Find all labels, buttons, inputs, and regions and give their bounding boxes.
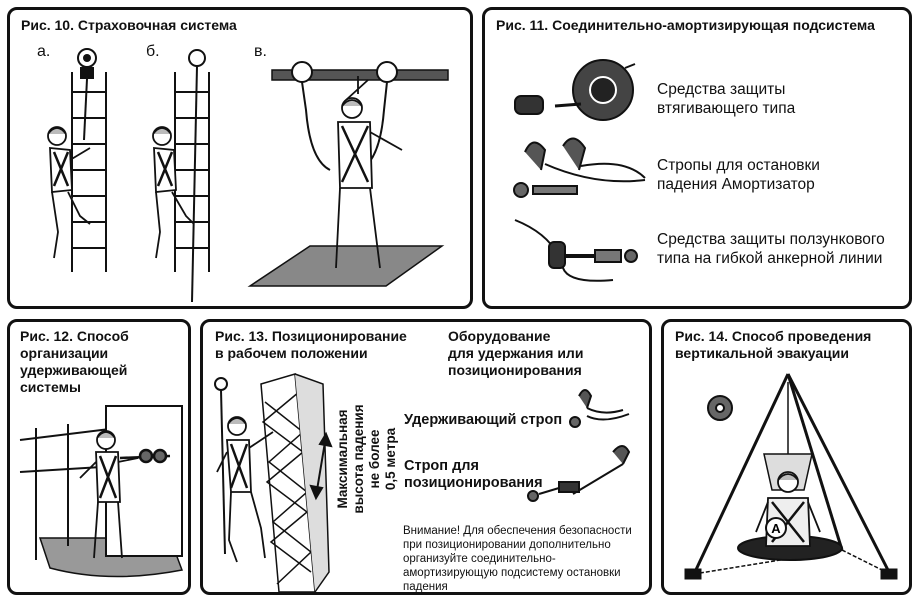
fig14-illustration: A: [684, 373, 898, 580]
overhead-rail-icon: [271, 69, 449, 81]
double-arrow-icon: [309, 431, 333, 501]
worker-positioning-icon: [216, 416, 274, 563]
fig10-label-a: а.: [37, 43, 51, 60]
fig14-badge-letter: A: [771, 521, 781, 536]
fig11-item-1-line-1: Средства защиты: [657, 81, 786, 98]
fig13-illustration: [214, 373, 631, 593]
fig13-panel: Рис. 13. Позиционирование в рабочем поло…: [200, 319, 652, 595]
fig14-panel: Рис. 14. Способ проведения вертикальной …: [661, 319, 912, 595]
double-lanyard-icon: [513, 137, 646, 198]
anchor-line-icon: [188, 49, 206, 303]
fig11-title: Рис. 11. Соединительно-амортизирующая по…: [496, 17, 875, 33]
fig12-title-line-2: организации: [20, 345, 109, 361]
fig14-title-line-1: Рис. 14. Способ проведения: [675, 328, 872, 344]
fig13-equipment-line-2: для удержания или: [448, 345, 584, 361]
fig11-item-2-line-1: Стропы для остановки: [657, 157, 820, 174]
fig10-label-b: б.: [146, 43, 160, 60]
fig13-equipment-line-1: Оборудование: [448, 328, 551, 344]
fig12-panel: Рис. 12. Способ организации удерживающей…: [7, 319, 191, 595]
fig11-item-3-line-2: типа на гибкой анкерной линии: [657, 250, 883, 267]
ladder-a-icon: [71, 72, 107, 272]
fig11-item-2-line-2: падения Амортизатор: [657, 176, 815, 193]
fig10-title: Рис. 10. Страховочная система: [21, 17, 237, 33]
lattice-tower-icon: [260, 373, 330, 593]
fig11-item-3-line-1: Средства защиты ползункового: [657, 231, 885, 248]
fig13-note-line-3: организуйте соединительно-: [403, 553, 556, 565]
restraint-lanyard-icon: [569, 389, 630, 428]
fig11-panel: Рис. 11. Соединительно-амортизирующая по…: [482, 7, 912, 309]
fig13-note-line-1: Внимание! Для обеспечения безопасности: [403, 525, 632, 537]
fig11-illustration: [513, 59, 646, 282]
fig10-panel: Рис. 10. Страховочная система а. б. в.: [7, 7, 473, 309]
anchor-strap-icon: [119, 448, 171, 464]
tripod-icon: [684, 373, 898, 580]
fig13-positioning-lanyard-line-1: Строп для: [404, 458, 479, 474]
worker-rail-icon: [335, 76, 403, 269]
ladder-b-icon: [174, 72, 210, 272]
fig10-illustration: [47, 48, 449, 303]
fig13-positioning-lanyard-line-2: позиционирования: [404, 475, 543, 491]
badge-a-icon: A: [765, 517, 787, 539]
fig13-title-line-1: Рис. 13. Позиционирование: [215, 328, 407, 344]
fig13-title-line-2: в рабочем положении: [215, 345, 368, 361]
worker-restraint-icon: [79, 430, 139, 559]
winch-icon: [707, 395, 733, 421]
fig13-note-line-5: падения: [403, 581, 448, 593]
fig14-title-line-2: вертикальной эвакуации: [675, 345, 849, 361]
fig12-title-line-3: удерживающей: [20, 362, 128, 378]
fig13-equipment-line-3: позиционирования: [448, 362, 582, 378]
fig12-illustration: [19, 405, 184, 578]
positioning-lanyard-icon: [527, 445, 631, 502]
fig12-title-line-1: Рис. 12. Способ: [20, 328, 129, 344]
fig10-label-v: в.: [254, 43, 267, 60]
fig13-restraint-lanyard-label: Удерживающий строп: [404, 412, 563, 428]
anchor-ring-icon: [214, 377, 228, 555]
climber-b-icon: [152, 126, 195, 259]
floor-mat-icon: [247, 245, 445, 287]
fig12-title-line-4: системы: [20, 379, 81, 395]
fig11-item-1-line-2: втягивающего типа: [657, 100, 796, 117]
fig13-note-line-4: амортизирующую подсистему остановки: [403, 567, 621, 579]
slider-lanyard-icon: [514, 219, 638, 282]
retractable-device-icon: [77, 48, 97, 141]
retractable-block-icon: [514, 59, 636, 121]
rescued-worker-icon: [755, 471, 821, 547]
climber-a-icon: [47, 126, 91, 259]
fig13-note-line-2: при позиционировании дополнительно: [403, 539, 611, 551]
